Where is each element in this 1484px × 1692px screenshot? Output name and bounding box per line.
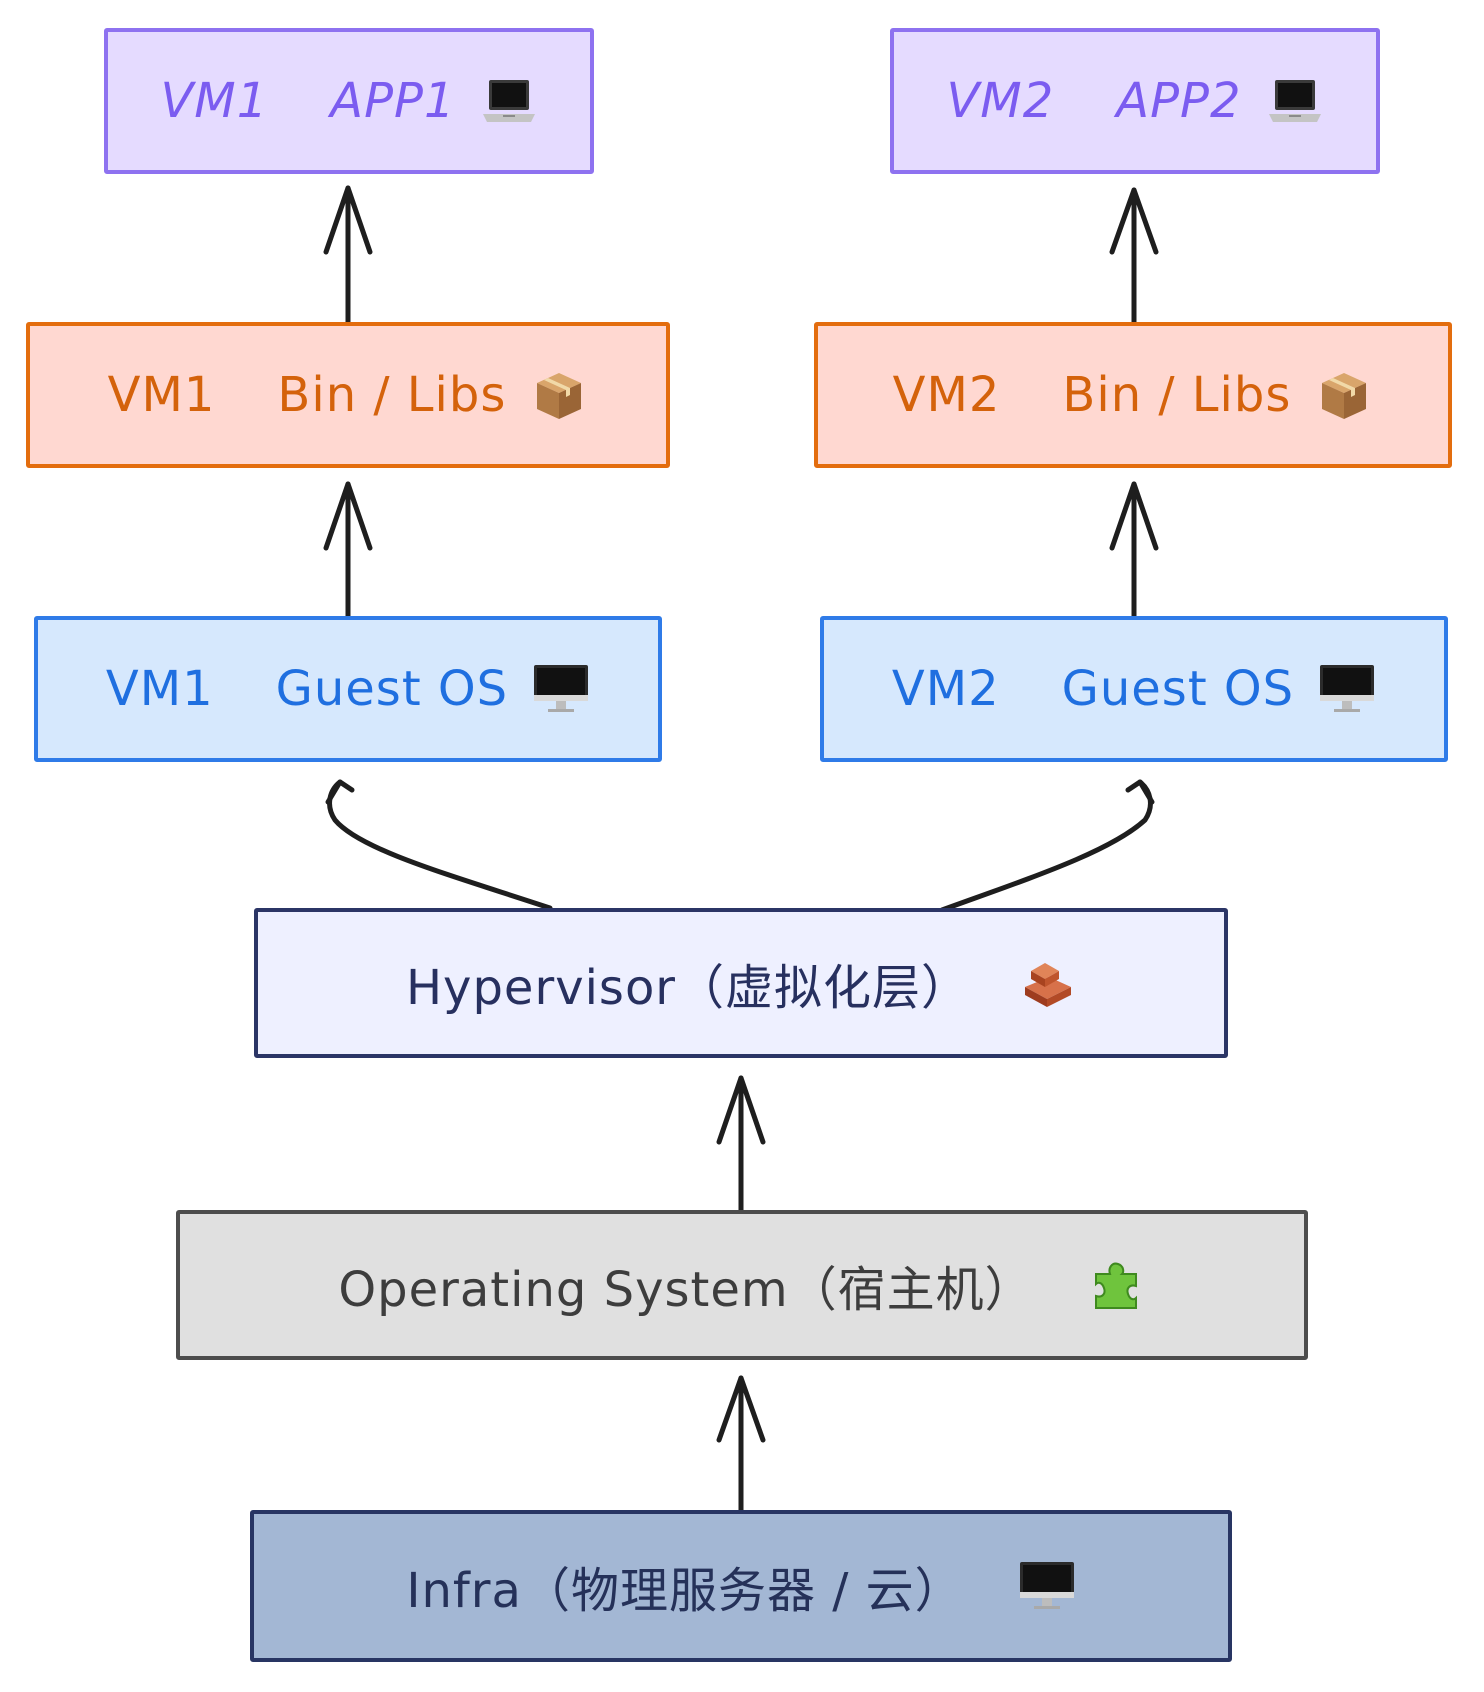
vm1-guest-os-box: VM1 Guest OS (34, 616, 662, 762)
vm2-libs-box: VM2 Bin / Libs (814, 322, 1452, 468)
vm1-libs-label: Bin / Libs (277, 367, 507, 423)
vm1-app-vm-label: VM1 (160, 73, 269, 129)
laptop-icon (480, 72, 538, 130)
host-os-label: Operating System（宿主机） (338, 1262, 1034, 1318)
vm1-guest-os-label: Guest OS (275, 661, 509, 717)
vm2-app-box: VM2 APP2 (890, 28, 1380, 174)
vm1-guest-vm-label: VM1 (105, 661, 214, 717)
package-icon (1315, 366, 1373, 424)
arrow-vm2-libs-to-app (1109, 187, 1159, 325)
monitor-icon (532, 660, 590, 718)
arrow-infra-to-host-os (716, 1375, 766, 1513)
arrow-vm1-guest-to-libs (323, 481, 373, 619)
hypervisor-box: Hypervisor（虚拟化层） (254, 908, 1228, 1058)
vm2-app-vm-label: VM2 (946, 73, 1055, 129)
arrow-hypervisor-to-vm2-guest (939, 779, 1155, 913)
monitor-icon (1318, 660, 1376, 718)
vm2-libs-label: Bin / Libs (1062, 367, 1292, 423)
laptop-icon (1266, 72, 1324, 130)
vm2-libs-vm-label: VM2 (892, 367, 1001, 423)
vm2-guest-os-label: Guest OS (1061, 661, 1295, 717)
puzzle-piece-icon (1088, 1256, 1146, 1314)
vm2-guest-os-box: VM2 Guest OS (820, 616, 1448, 762)
vm1-app-label: APP1 (330, 73, 456, 129)
arrow-host-os-to-hypervisor (716, 1075, 766, 1215)
arrow-vm2-guest-to-libs (1109, 481, 1159, 619)
host-os-box: Operating System（宿主机） (176, 1210, 1308, 1360)
vm1-libs-box: VM1 Bin / Libs (26, 322, 670, 468)
infra-box: Infra（物理服务器 / 云） (250, 1510, 1232, 1662)
monitor-icon (1018, 1557, 1076, 1615)
package-icon (530, 366, 588, 424)
infra-label: Infra（物理服务器 / 云） (406, 1563, 964, 1619)
arrow-hypervisor-to-vm1-guest (325, 779, 553, 911)
arrow-vm1-libs-to-app (323, 185, 373, 325)
vm1-libs-vm-label: VM1 (107, 367, 216, 423)
vm2-guest-vm-label: VM2 (891, 661, 1000, 717)
hypervisor-label: Hypervisor（虚拟化层） (405, 960, 971, 1016)
vm1-app-box: VM1 APP1 (104, 28, 594, 174)
vm2-app-label: APP2 (1116, 73, 1242, 129)
brick-icon (1018, 954, 1076, 1012)
